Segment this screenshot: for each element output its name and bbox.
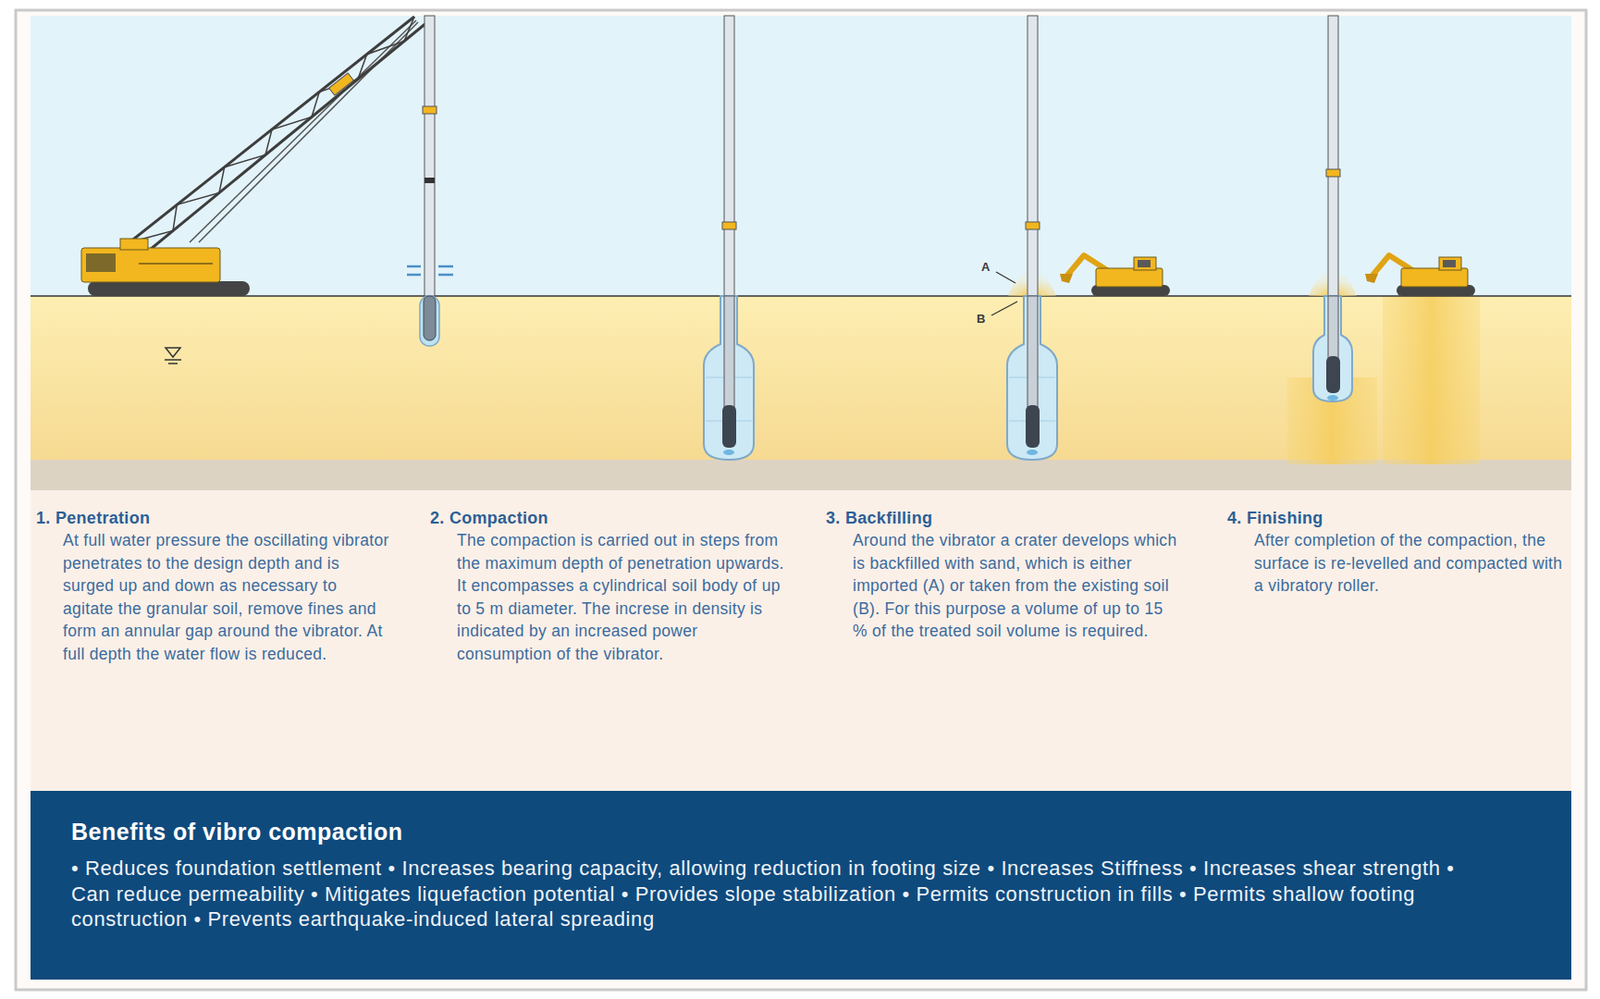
- vibrator-mast: [424, 15, 435, 296]
- vibrator-pipe: [1027, 295, 1038, 407]
- vibrator-mast: [1027, 15, 1038, 296]
- step-column: 4. FinishingAfter completion of the comp…: [1227, 506, 1570, 598]
- excavator-cab: [1133, 257, 1157, 271]
- vibrator-backfilling: [991, 15, 1058, 460]
- step-heading: 3. Backfilling: [825, 506, 1182, 530]
- crane-cable: [189, 20, 417, 243]
- vibrator-pipe: [724, 295, 735, 407]
- band-heading: Benefits of vibro compaction: [71, 816, 1516, 847]
- callout-letter: A: [981, 260, 990, 274]
- step-description: Around the vibrator a crater develops wh…: [852, 529, 1182, 643]
- mast-band: [424, 177, 435, 184]
- crane-boom-lattice: [129, 16, 415, 243]
- step-column: 2. CompactionThe compaction is carried o…: [430, 506, 787, 665]
- excavator-window: [1137, 259, 1151, 268]
- excavator-window: [1442, 259, 1456, 268]
- vibrator-tip: [423, 295, 436, 341]
- vibrator-tip: [1025, 405, 1040, 448]
- vibrator-finishing: [1308, 15, 1357, 402]
- benefits-band: Benefits of vibro compaction • Reduces fo…: [30, 790, 1572, 980]
- excavator-bucket: [1059, 273, 1073, 284]
- mast-coupling: [1025, 221, 1040, 230]
- excavator: [1059, 255, 1170, 296]
- mast-coupling: [722, 221, 737, 230]
- crane-house: [81, 247, 221, 283]
- crane-mast-base: [120, 238, 148, 250]
- crane-tracks: [87, 281, 250, 296]
- vibrator-penetration: [406, 15, 454, 346]
- benefits-list: • Reduces foundation settlement • Increa…: [71, 855, 1459, 933]
- excavator-bucket: [1365, 273, 1379, 284]
- water-jet: [438, 265, 454, 269]
- crane-trim: [138, 262, 213, 265]
- step-description: After completion of the compaction, the …: [1254, 529, 1570, 598]
- excavator-cab: [1439, 257, 1462, 271]
- water-outlet: [723, 449, 735, 456]
- vibrator-pipe: [1328, 295, 1339, 361]
- step-heading: 4. Finishing: [1227, 506, 1570, 530]
- compacted-soil-body: [1313, 295, 1353, 402]
- step-description: At full water pressure the oscillating v…: [62, 529, 393, 665]
- step-description: The compaction is carried out in steps f…: [456, 529, 787, 665]
- compacted-column: [1382, 295, 1480, 465]
- vibrator-mast: [724, 15, 735, 296]
- water-jet: [406, 265, 421, 269]
- annular-gap: [419, 295, 440, 346]
- mast-coupling: [1326, 169, 1341, 177]
- crane-boom-plate: [329, 73, 355, 96]
- compacted-soil-body: [703, 295, 754, 460]
- water-outlet: [1327, 394, 1339, 401]
- leader-line: [996, 271, 1016, 284]
- water-table-symbol: [164, 358, 182, 361]
- step-heading: 1. Penetration: [36, 506, 393, 530]
- water-table-symbol: [165, 347, 181, 357]
- water-jet: [438, 273, 454, 277]
- vibrator-mast: [1328, 15, 1339, 296]
- step-column: 1. PenetrationAt full water pressure the…: [36, 506, 393, 665]
- mast-coupling: [422, 106, 437, 114]
- compacted-soil-body: [1007, 295, 1058, 460]
- vibrator-compaction: [703, 15, 754, 460]
- crane-boom: [129, 16, 415, 243]
- leader-line: [991, 301, 1018, 316]
- excavator-body: [1095, 268, 1163, 287]
- callout-letter: B: [976, 312, 985, 326]
- water-table-symbol: [168, 362, 178, 365]
- outer-frame: [15, 10, 1587, 990]
- vibrator-tip: [722, 405, 737, 448]
- crane-boom: [149, 22, 428, 250]
- crawler-crane: [81, 16, 428, 296]
- step-column: 3. BackfillingAround the vibrator a crat…: [825, 506, 1182, 643]
- sky: [30, 15, 1572, 296]
- water-outlet: [1026, 449, 1038, 456]
- excavator: [1365, 255, 1476, 296]
- excavator-body: [1401, 268, 1468, 287]
- vibrator-tip: [1326, 356, 1341, 394]
- crane-cab: [86, 253, 116, 272]
- water-jet: [406, 273, 421, 277]
- step-heading: 2. Compaction: [430, 506, 787, 530]
- text-panel: [30, 490, 1572, 791]
